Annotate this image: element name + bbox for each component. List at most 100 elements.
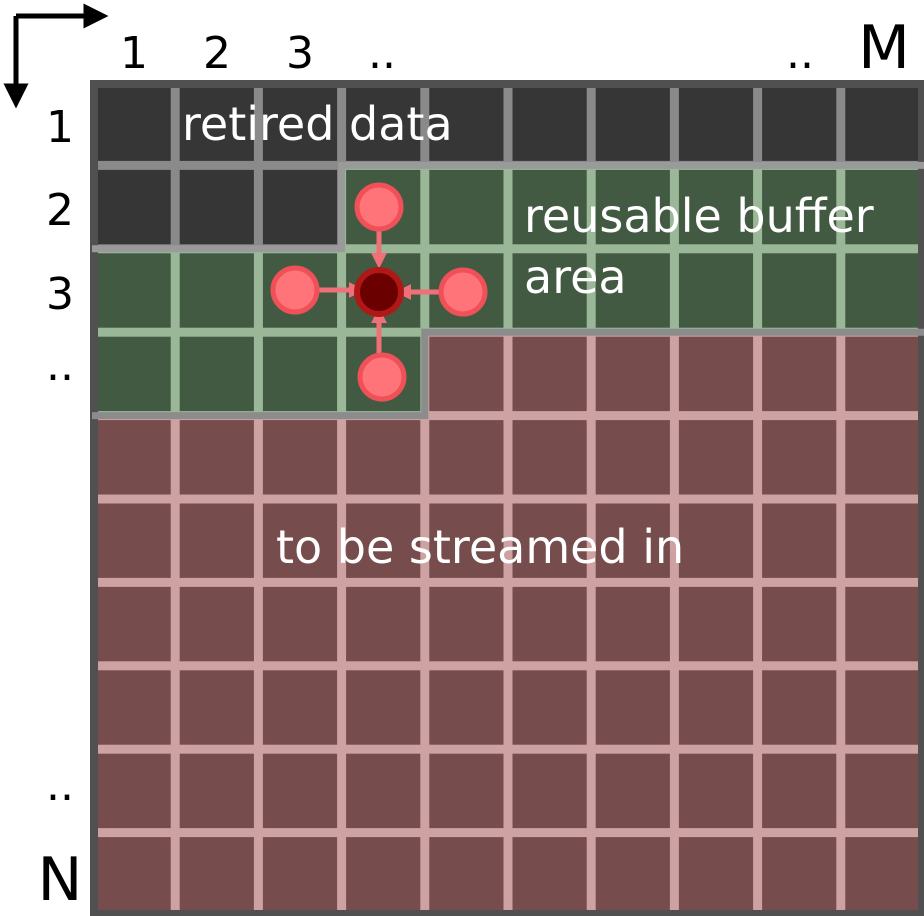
grid-cell-interior: [679, 170, 753, 244]
grid-cell-interior: [762, 837, 836, 911]
stencil-center-node: [354, 267, 404, 317]
grid-line-stream: [590, 498, 675, 583]
grid-cell-interior: [596, 337, 670, 411]
grid-cell-interior: [513, 253, 587, 328]
grid-cell-interior: [679, 253, 753, 328]
grid-line-stream: [590, 665, 675, 750]
grid-cell-interior: [97, 87, 171, 161]
grid-line-stream: [757, 498, 842, 583]
grid-cell-interior: [263, 504, 337, 578]
grid-cell-interior: [679, 420, 753, 494]
grid-cell-interior: [346, 754, 420, 828]
grid-line-stream: [341, 581, 426, 667]
grid-line-stream: [257, 498, 343, 583]
stencil-neighbor-down: [357, 352, 407, 402]
grid-cell-interior: [845, 420, 919, 494]
grid-cell-interior: [679, 587, 753, 661]
grid-cell-interior: [596, 670, 670, 745]
grid-cell-interior: [263, 170, 337, 244]
grid-cell-interior: [97, 504, 171, 578]
grid-cell-interior: [513, 670, 587, 745]
grid-cell-interior: [513, 170, 587, 244]
grid-line-stream: [757, 581, 842, 667]
row-label: N: [38, 845, 83, 915]
grid-line-stream: [673, 415, 759, 500]
grid-line-stream: [424, 498, 509, 583]
grid-cell-interior: [346, 670, 420, 745]
stencil-neighbor-up: [354, 182, 404, 232]
grid-cell-interior: [513, 87, 587, 161]
grid-line-stream: [507, 748, 592, 834]
buffer-label-line2: area: [524, 250, 627, 304]
grid-cell-interior: [429, 837, 503, 911]
grid-cell-interior: [180, 837, 254, 911]
grid-line-stream: [757, 748, 842, 834]
grid-line-stream: [507, 498, 592, 583]
grid-cell-interior: [346, 87, 420, 161]
grid-line-stream: [590, 415, 675, 500]
grid-cell-interior: [845, 504, 919, 578]
grid-line-stream: [757, 415, 842, 500]
grid-cell-interior: [263, 837, 337, 911]
grid-cell-interior: [513, 504, 587, 578]
row-label: ..: [46, 760, 74, 811]
grid-cell-interior: [429, 754, 503, 828]
column-label: 3: [286, 28, 314, 79]
row-labels: 123....N: [38, 102, 83, 915]
grid-line-stream: [673, 581, 759, 667]
stencil-neighbor-right: [438, 267, 488, 317]
grid-cell-interior: [180, 170, 254, 244]
column-label: ..: [786, 28, 814, 79]
grid-cell-interior: [180, 587, 254, 661]
grid-cell-interior: [513, 837, 587, 911]
grid-cell-interior: [513, 587, 587, 661]
grid-cell-interior: [180, 420, 254, 494]
row-label: 3: [46, 269, 74, 320]
stencil-icon: [270, 182, 488, 402]
grid-cell-interior: [679, 837, 753, 911]
grid-line-stream: [174, 665, 259, 750]
grid-cell-interior: [679, 87, 753, 161]
grid-line-stream: [590, 748, 675, 834]
grid-cell-interior: [513, 754, 587, 828]
grid-cell-interior: [346, 420, 420, 494]
grid-cell-interior: [263, 337, 337, 411]
grid-cell-interior: [762, 587, 836, 661]
grid-cell-interior: [679, 754, 753, 828]
grid-line-stream: [341, 665, 426, 750]
grid-cell-interior: [263, 670, 337, 745]
row-label: 1: [46, 102, 74, 153]
column-label: ..: [368, 28, 396, 79]
grid-line-stream: [673, 665, 759, 750]
grid-cell-interior: [845, 253, 919, 328]
grid-cell-interior: [762, 87, 836, 161]
grid-cell-interior: [263, 587, 337, 661]
grid-cell-interior: [263, 754, 337, 828]
grid-cell-interior: [180, 87, 254, 161]
grid-cell-interior: [97, 170, 171, 244]
grid-cell-interior: [513, 420, 587, 494]
grid-cell-interior: [762, 754, 836, 828]
grid-cell-interior: [596, 170, 670, 244]
grid-line-stream: [174, 748, 259, 834]
grid-cell-interior: [97, 420, 171, 494]
grid-cell-interior: [180, 337, 254, 411]
grid-cell-interior: [429, 504, 503, 578]
grid-line-stream: [341, 498, 426, 583]
grid-line-stream: [673, 748, 759, 834]
grid-cell-interior: [97, 253, 171, 328]
grid-cell-interior: [762, 420, 836, 494]
grid-cell-interior: [429, 670, 503, 745]
grid-line-stream: [174, 498, 259, 583]
grid-cell-interior: [845, 87, 919, 161]
grid-cell-interior: [845, 587, 919, 661]
retired-boundary: [92, 161, 924, 253]
grid-cell-interior: [346, 587, 420, 661]
grid-cell-interior: [596, 754, 670, 828]
stream-boundary: [92, 328, 924, 420]
grid-line-stream: [507, 415, 592, 500]
grid-cell-interior: [762, 337, 836, 411]
grid-cell-interior: [596, 87, 670, 161]
